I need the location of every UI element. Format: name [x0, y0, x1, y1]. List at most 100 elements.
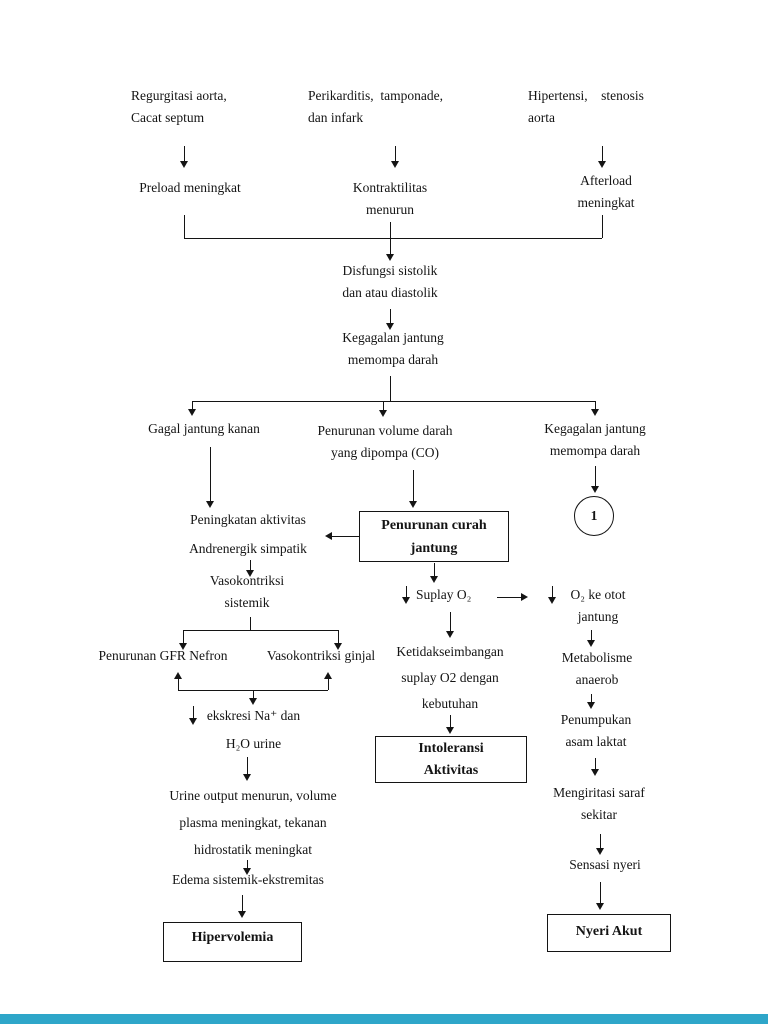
connector-line — [183, 630, 338, 631]
arrow-line — [178, 679, 179, 690]
text-line: O₂ ke otot — [570, 587, 626, 602]
decrease-arrow-head — [402, 597, 410, 604]
node-kegagalan-jantung-2: Kegagalan jantung memompa darah — [515, 418, 675, 462]
text-line: Penurunan GFR Nefron — [98, 648, 228, 663]
text-line: ekskresi Na⁺ dan — [206, 708, 301, 723]
arrow-head-down — [591, 486, 599, 493]
arrow-head-down — [206, 501, 214, 508]
arrow-head-down — [179, 643, 187, 650]
arrow-head-down — [598, 161, 606, 168]
arrow-line — [338, 630, 339, 643]
arrow-line — [332, 536, 359, 537]
text-line: yang dipompa (CO) — [331, 445, 439, 460]
text-line: Penurunan volume darah — [317, 423, 453, 438]
node-regurgitasi-aorta: Regurgitasi aorta, Cacat septum — [131, 85, 281, 129]
text-line: H₂O urine — [225, 736, 282, 751]
node-afterload: Afterload meningkat — [546, 170, 666, 214]
text-line: Penumpukan — [560, 712, 632, 727]
text-line: Sensasi nyeri — [569, 857, 641, 872]
arrow-line — [183, 630, 184, 643]
text-line: Nyeri Akut — [575, 924, 643, 939]
arrow-line — [184, 146, 185, 161]
arrow-head-down — [391, 161, 399, 168]
arrow-line — [247, 860, 248, 868]
text-line: Aktivitas — [423, 763, 479, 778]
text-line: Kegagalan jantung — [342, 330, 444, 345]
text-line: Disfungsi sistolik — [342, 263, 438, 278]
arrow-line — [192, 401, 193, 409]
decrease-arrow-head — [548, 597, 556, 604]
arrow-line — [600, 882, 601, 903]
arrow-line — [591, 694, 592, 702]
connector-line — [184, 215, 185, 238]
arrow-head-down — [243, 868, 251, 875]
text-line: Vasokontriksi ginjal — [266, 648, 376, 663]
text-line: Afterload — [580, 173, 632, 188]
text-line: Perikarditis, tamponade, — [308, 88, 443, 103]
text-line: suplay O2 dengan — [401, 670, 499, 685]
node-mengiritasi-saraf: Mengiritasi saraf sekitar — [528, 782, 670, 826]
arrow-head-down — [587, 640, 595, 647]
connector-circle-1: 1 — [574, 496, 614, 536]
decrease-arrow — [406, 586, 407, 597]
text-line: kebutuhan — [421, 696, 479, 711]
text-line: Vasokontriksi — [209, 573, 285, 588]
arrow-head-left — [325, 532, 332, 540]
text-line: memompa darah — [549, 443, 641, 458]
node-edema: Edema sistemik-ekstremitas — [157, 869, 339, 891]
box-nyeri-akut: Nyeri Akut — [547, 914, 671, 952]
node-ekskresi-na: ekskresi Na⁺ dan H₂O urine — [186, 702, 321, 758]
connector-line — [250, 617, 251, 630]
connector-line — [184, 238, 602, 239]
text-line: Peningkatan aktivitas — [190, 512, 306, 527]
node-kegagalan-jantung: Kegagalan jantung memompa darah — [313, 327, 473, 371]
arrow-head-down — [409, 501, 417, 508]
connector-line — [602, 215, 603, 238]
node-kontraktilitas: Kontraktilitas menurun — [320, 177, 460, 221]
node-sensasi-nyeri: Sensasi nyeri — [545, 854, 665, 876]
node-perikarditis: Perikarditis, tamponade, dan infark — [308, 85, 483, 129]
text-line: anaerob — [575, 672, 619, 687]
node-penurunan-gfr: Penurunan GFR Nefron — [87, 645, 239, 667]
node-o2-ke-otot: O₂ ke otot jantung — [558, 584, 638, 628]
text-line: aorta — [528, 110, 555, 125]
connector-line — [390, 376, 391, 401]
text-line: memompa darah — [347, 352, 439, 367]
text-line: Kontraktilitas — [352, 180, 428, 195]
arrow-line — [497, 597, 521, 598]
arrow-line — [434, 563, 435, 576]
arrow-line — [413, 470, 414, 501]
arrow-head-down — [430, 576, 438, 583]
text-line: Cacat septum — [131, 110, 205, 125]
arrow-head-down — [591, 769, 599, 776]
box-penurunan-curah-jantung: Penurunan curah jantung — [359, 511, 509, 562]
arrow-head-down — [334, 643, 342, 650]
arrow-line — [242, 895, 243, 911]
node-disfungsi: Disfungsi sistolik dan atau diastolik — [310, 260, 470, 304]
arrow-line — [250, 560, 251, 570]
node-peningkatan-aktivitas: Peningkatan aktivitas Andrenergik simpat… — [168, 505, 328, 563]
arrow-head-down — [596, 848, 604, 855]
viewer-bottom-bar — [0, 1014, 768, 1024]
text-line: meningkat — [577, 195, 635, 210]
arrow-head-down — [446, 631, 454, 638]
arrow-head-down — [243, 774, 251, 781]
arrow-line — [247, 757, 248, 774]
box-intoleransi-aktivitas: Intoleransi Aktivitas — [375, 736, 527, 783]
text-line: Preload meningkat — [139, 180, 241, 195]
arrow-line — [450, 715, 451, 727]
arrow-line — [591, 630, 592, 640]
node-vasokontriksi-sistemik: Vasokontriksi sistemik — [177, 570, 317, 614]
text-line: dan atau diastolik — [342, 285, 438, 300]
arrow-head-down — [246, 570, 254, 577]
box-hipervolemia: Hipervolemia — [163, 922, 302, 962]
node-penurunan-volume: Penurunan volume darah yang dipompa (CO) — [303, 420, 467, 464]
text-line: dan infark — [308, 110, 364, 125]
node-hipertensi: Hipertensi, stenosis aorta — [528, 85, 673, 129]
arrow-line — [253, 690, 254, 698]
decrease-arrow — [552, 586, 553, 597]
text-line: Intoleransi — [418, 741, 484, 756]
text-line: Regurgitasi aorta, — [131, 88, 227, 103]
arrow-line — [383, 402, 384, 410]
arrow-line — [390, 309, 391, 323]
